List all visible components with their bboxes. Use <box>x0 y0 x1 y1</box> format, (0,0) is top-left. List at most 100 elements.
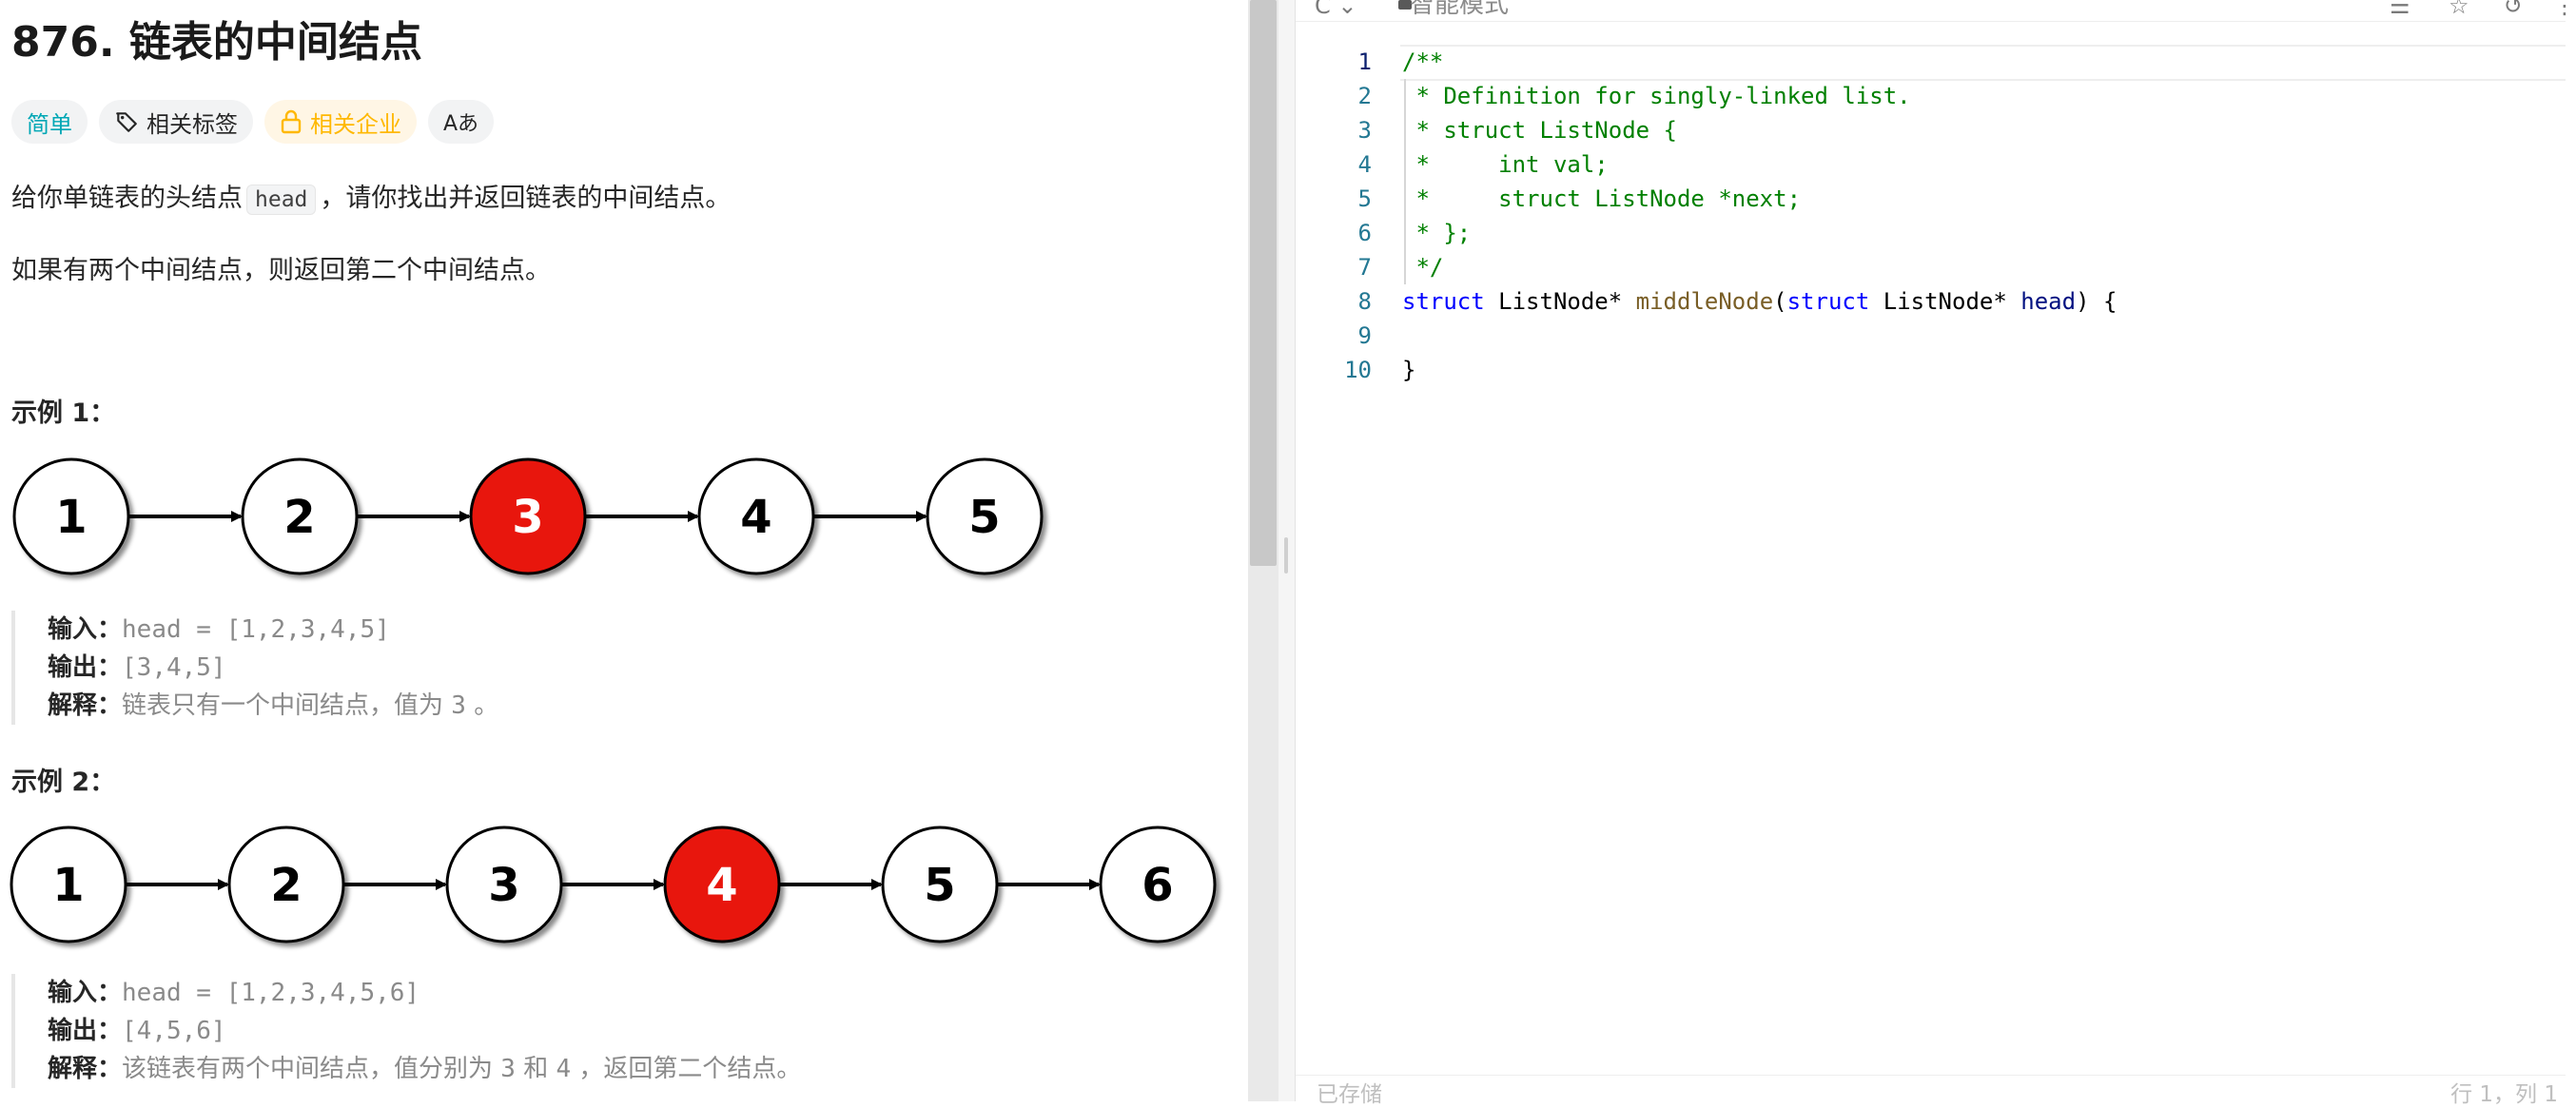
line-number: 2 <box>1357 83 1372 109</box>
problem-description-2: 如果有两个中间结点，则返回第二个中间结点。 <box>11 256 551 285</box>
code-line[interactable]: } <box>1402 357 1416 383</box>
list-node <box>241 457 359 575</box>
input-value: head = [1,2,3,4,5,6] <box>122 979 420 1007</box>
node-value: 3 <box>512 491 543 544</box>
list-node <box>10 826 127 943</box>
code-line[interactable]: * Definition for singly-linked list. <box>1402 83 1911 109</box>
output-label: 输出： <box>48 653 123 682</box>
example-1-block: 输入：head = [1,2,3,4,5] 输出：[3,4,5] 解释：链表只有… <box>11 611 1189 725</box>
line-number: 10 <box>1344 357 1372 383</box>
middle-node <box>469 457 587 575</box>
related-companies-label: 相关企业 <box>310 110 401 138</box>
node-value: 2 <box>283 491 315 544</box>
explain-number-1: 3 <box>500 1055 516 1083</box>
explain-label: 解释： <box>48 1055 123 1083</box>
example-1-title: 示例 1： <box>11 398 116 428</box>
line-number: 3 <box>1357 117 1372 144</box>
related-tags-label: 相关标签 <box>146 110 238 138</box>
list-node <box>445 826 563 943</box>
code-line[interactable] <box>1402 319 2117 353</box>
example-2-diagram: 1 2 3 4 5 6 <box>10 826 1217 943</box>
node-value: 1 <box>52 859 84 912</box>
node-value: 5 <box>924 859 955 912</box>
code-line[interactable]: struct ListNode* middleNode(struct ListN… <box>1402 288 2117 315</box>
line-number-gutter: 1 2 3 4 5 6 7 8 9 10 <box>1296 45 1372 387</box>
line-number: 6 <box>1357 220 1372 246</box>
tag-row: 简单 相关标签 相关企业 Aあ <box>11 100 495 144</box>
code-line[interactable]: * struct ListNode *next; <box>1402 185 1802 212</box>
list-node <box>12 457 130 575</box>
node-value: 5 <box>968 491 1000 544</box>
input-value: head = [1,2,3,4,5] <box>122 615 390 644</box>
list-node <box>227 826 345 943</box>
line-number: 8 <box>1357 288 1372 315</box>
explain-label: 解释： <box>48 691 123 720</box>
node-value: 4 <box>740 491 771 544</box>
cursor-position: 行 1，列 1 <box>2450 1082 2558 1107</box>
code-line[interactable]: * int val; <box>1402 151 1609 178</box>
code-line[interactable]: * }; <box>1402 220 1472 246</box>
tag-icon <box>114 109 139 134</box>
line-number: 7 <box>1357 254 1372 281</box>
example-1-diagram: 1 2 3 4 5 <box>12 457 1044 575</box>
node-value: 1 <box>55 491 87 544</box>
line-number: 1 <box>1357 49 1372 75</box>
current-line-highlight <box>1400 45 2566 81</box>
example-2-title: 示例 2： <box>11 768 116 797</box>
related-tags-button[interactable]: 相关标签 <box>99 100 253 144</box>
panel-resize-handle[interactable] <box>1278 0 1296 1101</box>
code-line[interactable]: */ <box>1402 254 1444 281</box>
explain-number-2: 4 <box>556 1055 572 1083</box>
explain-text: 链表只有一个中间结点，值为 <box>122 691 444 720</box>
code-line[interactable]: * struct ListNode { <box>1402 117 1677 144</box>
list-node <box>881 826 999 943</box>
format-icon[interactable]: ☰ <box>2390 0 2410 19</box>
editor-toolbar: C ⌄ 智能模式 ☰ ☆ ↺ ⋮ <box>1296 0 2576 21</box>
node-value: 3 <box>488 859 519 912</box>
line-number: 9 <box>1357 322 1372 349</box>
list-node <box>697 457 815 575</box>
problem-scrollbar[interactable] <box>1248 0 1278 1101</box>
list-node <box>1099 826 1217 943</box>
code-area[interactable]: /** * Definition for singly-linked list.… <box>1402 45 2117 387</box>
line-number: 4 <box>1357 151 1372 178</box>
translate-icon: Aあ <box>443 112 479 136</box>
output-value: [3,4,5] <box>122 653 226 682</box>
related-companies-button[interactable]: 相关企业 <box>264 100 417 144</box>
bookmark-icon[interactable]: ☆ <box>2449 0 2469 19</box>
code-line[interactable]: /** <box>1402 49 1444 75</box>
editor-status-bar: 已存储 行 1，列 1 <box>1296 1075 2566 1107</box>
output-value: [4,5,6] <box>122 1017 226 1045</box>
reset-icon[interactable]: ↺ <box>2504 0 2524 19</box>
example-2-block: 输入：head = [1,2,3,4,5,6] 输出：[4,5,6] 解释：该链… <box>11 974 1189 1088</box>
language-dropdown[interactable]: C ⌄ <box>1315 0 1357 19</box>
list-node <box>926 457 1044 575</box>
node-value: 6 <box>1142 859 1173 912</box>
translate-button[interactable]: Aあ <box>428 100 495 144</box>
line-number: 5 <box>1357 185 1372 212</box>
difficulty-label: 简单 <box>27 110 72 138</box>
indent-guide <box>1404 79 1406 284</box>
resize-grip-icon <box>1284 537 1288 573</box>
code-editor-panel: C ⌄ 智能模式 ☰ ☆ ↺ ⋮ 1 2 3 4 5 6 7 8 9 10 /*… <box>1296 0 2576 1107</box>
explain-number: 3 <box>451 691 466 720</box>
lock-icon <box>280 109 302 134</box>
saved-status: 已存储 <box>1317 1082 1382 1107</box>
output-label: 输出： <box>48 1017 123 1045</box>
more-icon[interactable]: ⋮ <box>2553 0 2576 19</box>
inline-code-head: head <box>246 185 317 215</box>
input-label: 输入： <box>48 615 123 644</box>
middle-node <box>663 826 781 943</box>
difficulty-badge[interactable]: 简单 <box>11 100 88 144</box>
mode-icon <box>1398 0 1412 10</box>
problem-title: 876. 链表的中间结点 <box>11 18 422 67</box>
scrollbar-thumb[interactable] <box>1250 0 1277 566</box>
smart-mode-label[interactable]: 智能模式 <box>1410 0 1510 19</box>
node-value: 2 <box>270 859 302 912</box>
input-label: 输入： <box>48 979 123 1007</box>
explain-text: 该链表有两个中间结点，值分别为 <box>122 1055 494 1083</box>
node-value: 4 <box>706 859 737 912</box>
toolbar-divider <box>1296 21 2566 22</box>
